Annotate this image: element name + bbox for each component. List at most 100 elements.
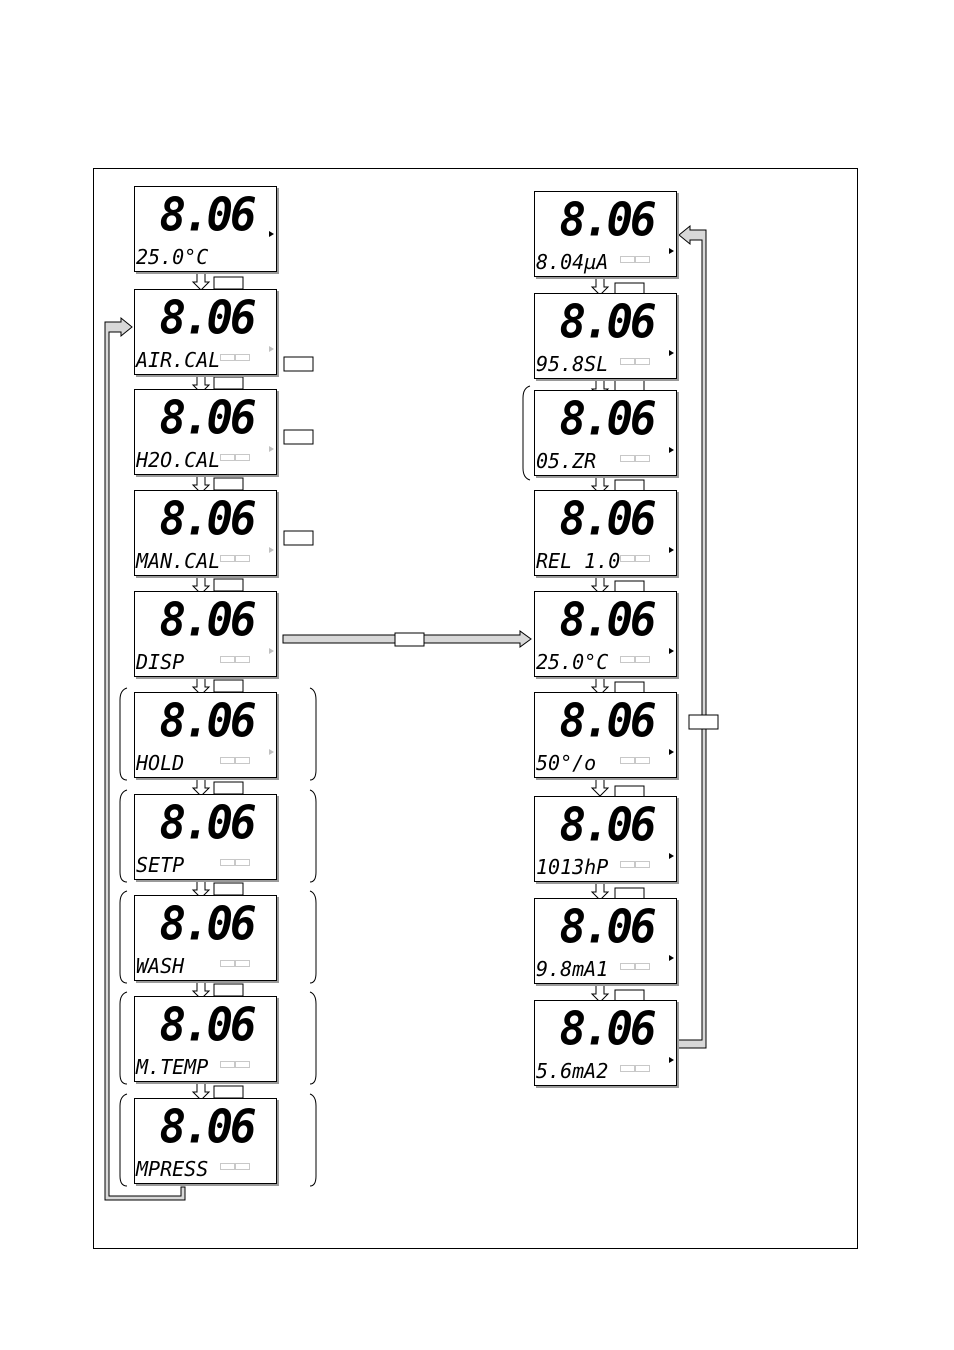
lcd-sub-text: M.TEMP xyxy=(136,1055,208,1079)
lcd-segment-boxes xyxy=(220,859,250,866)
lcd-segment-boxes xyxy=(620,861,650,868)
lcd-indicator-icon xyxy=(669,547,674,553)
lcd-indicator-icon xyxy=(669,648,674,654)
lcd-indicator-icon xyxy=(269,346,274,352)
next-key-mpress xyxy=(214,1086,243,1098)
lcd-pressure: 8.061013hP xyxy=(534,796,677,882)
lcd-sub-text: HOLD xyxy=(136,751,184,775)
lcd-main-value: 8.06 xyxy=(535,494,678,547)
lcd-indicator-icon xyxy=(669,350,674,356)
lcd-main-value: 8.06 xyxy=(135,293,278,346)
lcd-indicator-icon xyxy=(269,648,274,654)
lcd-slope: 8.0695.8SL xyxy=(534,293,677,379)
lcd-segment-boxes xyxy=(620,455,650,462)
lcd-sub-text: AIR.CAL xyxy=(136,348,220,372)
lcd-indicator-icon xyxy=(669,1057,674,1063)
lcd-sub-text: 50°/o xyxy=(536,751,596,775)
lcd-segment-boxes xyxy=(220,960,250,967)
lcd-indicator-icon xyxy=(669,447,674,453)
lcd-indicator-icon xyxy=(669,853,674,859)
lcd-ma1: 8.069.8mA1 xyxy=(534,898,677,984)
lcd-sub-text: 25.0°C xyxy=(136,245,208,269)
lcd-segment-boxes xyxy=(220,656,250,663)
lcd-segment-boxes xyxy=(220,555,250,562)
next-key-aircal xyxy=(214,277,243,289)
lcd-main-value: 8.06 xyxy=(135,494,278,547)
lcd-main-value: 8.06 xyxy=(135,1102,278,1155)
lcd-segment-boxes xyxy=(620,963,650,970)
lcd-sub-text: 8.04µA xyxy=(536,250,608,274)
right-loop-key xyxy=(689,715,718,729)
lcd-indicator-icon xyxy=(269,547,274,553)
lcd-sub-text: H2O.CAL xyxy=(136,448,220,472)
lcd-sub-text: 05.ZR xyxy=(536,449,596,473)
lcd-indicator-icon xyxy=(269,231,274,237)
lcd-segment-boxes xyxy=(220,757,250,764)
lcd-main-value: 8.06 xyxy=(135,190,278,243)
lcd-sub-text: DISP xyxy=(136,650,184,674)
lcd-sub-text: MAN.CAL xyxy=(136,549,220,573)
next-key-hold xyxy=(214,680,243,692)
lcd-indicator-icon xyxy=(669,955,674,961)
lcd-sub-text: 95.8SL xyxy=(536,352,608,376)
lcd-sub-text: REL 1.0 xyxy=(536,549,620,573)
right-loop-line xyxy=(676,226,706,1048)
next-key-mtemp xyxy=(214,984,243,996)
next-key-disp xyxy=(214,579,243,591)
lcd-segment-boxes xyxy=(220,1061,250,1068)
lcd-main-value: 8.06 xyxy=(535,1004,678,1057)
next-key-h2ocal xyxy=(214,377,243,389)
lcd-sub-text: 25.0°C xyxy=(536,650,608,674)
lcd-indicator-icon xyxy=(269,446,274,452)
lcd-segment-boxes xyxy=(620,757,650,764)
mancal-side-key xyxy=(284,531,313,545)
lcd-main-value: 8.06 xyxy=(535,297,678,350)
down-arrow-meas xyxy=(193,272,209,290)
lcd-segment-boxes xyxy=(620,656,650,663)
next-key-setp xyxy=(214,782,243,794)
lcd-main-value: 8.06 xyxy=(135,1000,278,1053)
lcd-sub-text: SETP xyxy=(136,853,184,877)
lcd-main-value: 8.06 xyxy=(535,394,678,447)
lcd-segment-boxes xyxy=(620,1065,650,1072)
down-arrow-percent xyxy=(592,778,608,796)
h2ocal-side-key xyxy=(284,430,313,444)
lcd-segment-boxes xyxy=(220,354,250,361)
lcd-segment-boxes xyxy=(620,256,650,263)
next-key-mancal xyxy=(214,478,243,490)
lcd-sub-text: WASH xyxy=(136,954,184,978)
lcd-main-value: 8.06 xyxy=(535,696,678,749)
lcd-main-value: 8.06 xyxy=(135,899,278,952)
lcd-segment-boxes xyxy=(220,454,250,461)
lcd-h2ocal: 8.06H2O.CAL xyxy=(134,389,277,475)
lcd-sub-text: 5.6mA2 xyxy=(536,1059,608,1083)
next-key-wash xyxy=(214,883,243,895)
lcd-indicator-icon xyxy=(669,749,674,755)
lcd-sub-text: 1013hP xyxy=(536,855,608,879)
right-bracket xyxy=(523,386,530,480)
lcd-indicator-icon xyxy=(269,749,274,755)
lcd-main-value: 8.06 xyxy=(535,595,678,648)
lcd-segment-boxes xyxy=(220,1163,250,1170)
lcd-current: 8.068.04µA xyxy=(534,191,677,277)
lcd-sub-text: MPRESS xyxy=(136,1157,208,1181)
lcd-segment-boxes xyxy=(620,555,650,562)
disp-enter-key xyxy=(395,633,424,646)
lcd-main-value: 8.06 xyxy=(535,902,678,955)
lcd-main-value: 8.06 xyxy=(535,800,678,853)
lcd-main-value: 8.06 xyxy=(135,696,278,749)
lcd-segment-boxes xyxy=(620,358,650,365)
lcd-sub-text: 9.8mA1 xyxy=(536,957,608,981)
lcd-main-value: 8.06 xyxy=(135,393,278,446)
lcd-main-value: 8.06 xyxy=(535,195,678,248)
